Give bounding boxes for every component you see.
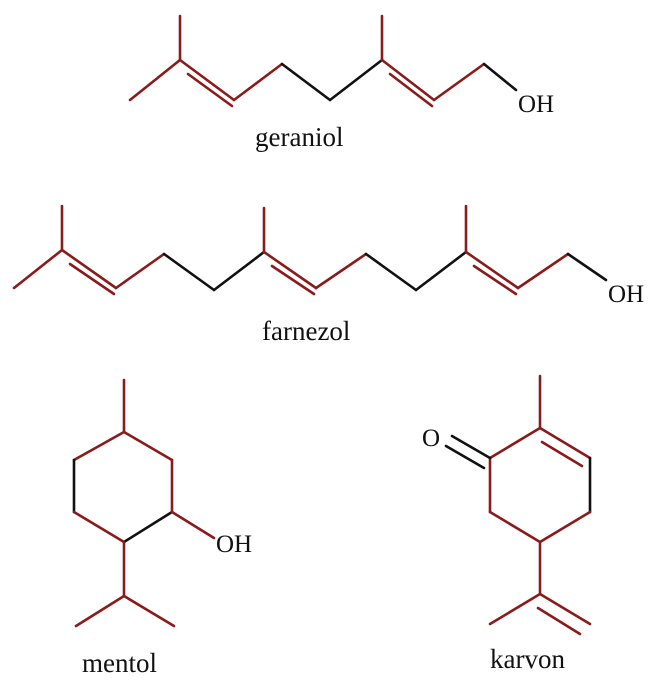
geraniol-bond: [232, 62, 284, 102]
mentol-oh-bond: [170, 510, 216, 540]
karvon-double-bond-inner: [540, 440, 584, 468]
farnezol-bond: [414, 250, 468, 292]
mentol-isopropyl-bond: [122, 594, 176, 628]
farnezol-bond: [516, 252, 570, 290]
geraniol-double-bond-inner: [186, 72, 234, 108]
geraniol-double-bond: [380, 58, 436, 102]
karvon-ring-bond: [488, 426, 542, 460]
mentol-ring-bond: [72, 430, 126, 462]
geraniol-double-bond: [178, 58, 236, 102]
farnezol-double-bond: [464, 250, 520, 290]
karvon-double-bond: [538, 426, 592, 460]
karvon-o-label: O: [422, 425, 440, 452]
geraniol-bond: [432, 62, 486, 102]
farnezol-double-bond-inner: [270, 264, 316, 296]
mentol-oh-label: OH: [216, 531, 252, 558]
geraniol-methyl-bond: [128, 58, 182, 102]
mentol-isopropyl-bond: [74, 594, 126, 628]
karvon-ring-bond: [488, 510, 542, 544]
karvon-isopropenyl-bond: [488, 592, 542, 626]
karvon-carbonyl-bond-inner: [444, 444, 486, 470]
karvon-carbonyl-bond: [450, 434, 492, 460]
karvon-structure: O karvon: [422, 374, 592, 674]
geraniol-bond: [482, 62, 518, 92]
farnezol-methyl-bond: [12, 248, 64, 290]
karvon-name: karvon: [490, 644, 565, 674]
karvon-isopropenyl-double-bond-inner: [536, 606, 582, 636]
farnezol-double-bond-inner: [472, 264, 518, 296]
mentol-structure: OH mentol: [72, 378, 252, 678]
geraniol-bond: [280, 62, 332, 102]
farnezol-oh-label: OH: [608, 281, 644, 308]
mentol-ring-bond: [122, 430, 174, 462]
karvon-ring-bond: [538, 510, 592, 544]
farnezol-double-bond: [60, 248, 118, 290]
farnezol-bond: [162, 252, 216, 292]
geraniol-structure: OH geraniol: [128, 14, 554, 152]
geraniol-name: geraniol: [255, 122, 343, 152]
geraniol-bond: [328, 58, 384, 102]
farnezol-bond: [114, 252, 166, 290]
farnezol-structure: OH farnezol: [12, 204, 644, 346]
farnezol-bond: [566, 252, 608, 282]
mentol-ring-bond: [122, 510, 174, 544]
farnezol-double-bond-inner: [68, 262, 116, 296]
farnezol-double-bond: [262, 250, 318, 290]
farnezol-bond: [212, 250, 266, 292]
geraniol-oh-label: OH: [518, 91, 554, 118]
mentol-name: mentol: [82, 648, 157, 678]
farnezol-bond: [314, 252, 368, 290]
karvon-isopropenyl-double-bond: [538, 592, 592, 626]
geraniol-double-bond-inner: [388, 72, 434, 108]
mentol-ring-bond: [72, 510, 126, 544]
farnezol-name: farnezol: [262, 316, 350, 346]
farnezol-bond: [364, 252, 418, 292]
